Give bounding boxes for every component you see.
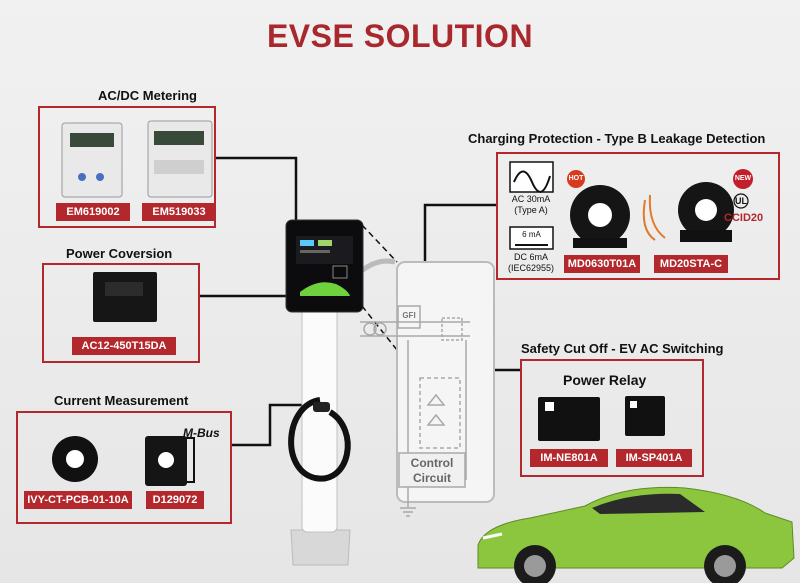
current-box	[16, 411, 232, 524]
leakage-symbols	[509, 161, 554, 250]
power-box	[42, 263, 200, 363]
product-md0630t01a: MD0630T01A	[564, 255, 640, 273]
product-em519033: EM519033	[142, 203, 216, 221]
meter-devices	[61, 120, 213, 198]
hot-badge-text: HOT	[568, 175, 584, 182]
product-d129072: D129072	[146, 491, 204, 509]
gfi-label: GFI	[402, 311, 416, 320]
charger-panel	[285, 219, 364, 313]
coil-2	[373, 322, 387, 336]
relay-heading: Safety Cut Off - EV AC Switching	[521, 341, 724, 356]
meter-screen-1	[70, 133, 114, 147]
product-ac12-450t15da: AC12-450T15DA	[72, 337, 176, 355]
ac-type-label: (Type A)	[514, 205, 548, 215]
ac-30ma-label: AC 30mA	[511, 194, 551, 204]
rfid-icon	[332, 265, 348, 279]
ac-lines	[360, 321, 470, 337]
green-car	[477, 486, 795, 583]
product-md20sta-c: MD20STA-C	[654, 255, 728, 273]
ccid20-label: CCID20	[724, 212, 764, 224]
product-im-ne801a: IM-NE801A	[530, 449, 608, 467]
charger-stand	[285, 219, 396, 566]
switch-box	[441, 317, 463, 341]
product-im-sp401a: IM-SP401A	[616, 449, 692, 467]
current-sensors	[52, 436, 195, 486]
relay-box	[520, 359, 704, 477]
car-windows	[592, 493, 705, 514]
current-heading: Current Measurement	[54, 393, 189, 408]
new-badge-text: NEW	[734, 175, 752, 182]
screen-line	[300, 250, 330, 253]
control-box	[398, 452, 466, 488]
dc-6ma-label: DC 6mA	[513, 252, 548, 262]
gfi-box	[397, 305, 421, 329]
metering-heading: AC/DC Metering	[98, 88, 197, 103]
power-relay-title: Power Relay	[563, 372, 647, 388]
page-title: EVSE SOLUTION	[266, 18, 534, 54]
sensor-wires	[642, 194, 666, 241]
protection-heading: Charging Protection - Type B Leakage Det…	[468, 131, 766, 146]
schematic	[360, 261, 495, 503]
new-badge	[733, 169, 753, 189]
screen-icon-1	[300, 240, 314, 246]
hot-badge	[567, 170, 585, 188]
headlight	[482, 532, 503, 540]
leakage-sensors	[567, 169, 753, 248]
metering-connector	[215, 156, 298, 220]
ul-mark: UL	[735, 196, 747, 206]
dc-std-label: (IEC62955)	[507, 263, 555, 273]
control-circuit-line2: Circuit	[412, 471, 451, 485]
relay-devices	[538, 396, 665, 441]
charger-car-logo	[300, 282, 350, 296]
protection-box	[496, 152, 780, 280]
dc-symbol-text: 6 mA	[522, 230, 541, 239]
control-circuit-line1: Control	[410, 456, 454, 470]
metering-box	[38, 106, 216, 228]
ul-mark-icon	[733, 193, 749, 209]
ground-symbol	[400, 500, 416, 517]
charging-plug	[313, 402, 330, 412]
mbus-label: M-Bus	[183, 426, 220, 440]
ac-wave-icon	[513, 170, 551, 193]
screen-icon-2	[318, 240, 332, 246]
meter-screen-2	[154, 131, 204, 145]
power-heading: Power Coversion	[66, 246, 173, 261]
dc-symbol-box	[509, 226, 554, 250]
product-em619002: EM619002	[56, 203, 130, 221]
relay-dashed-box	[419, 377, 461, 449]
charging-cable	[288, 397, 351, 482]
coil-1	[363, 322, 377, 336]
stand-base	[290, 529, 351, 566]
product-ivy-ct-pcb: IVY-CT-PCB-01-10A	[24, 491, 132, 509]
callout-lines	[361, 224, 398, 351]
diode-symbols	[426, 393, 446, 426]
